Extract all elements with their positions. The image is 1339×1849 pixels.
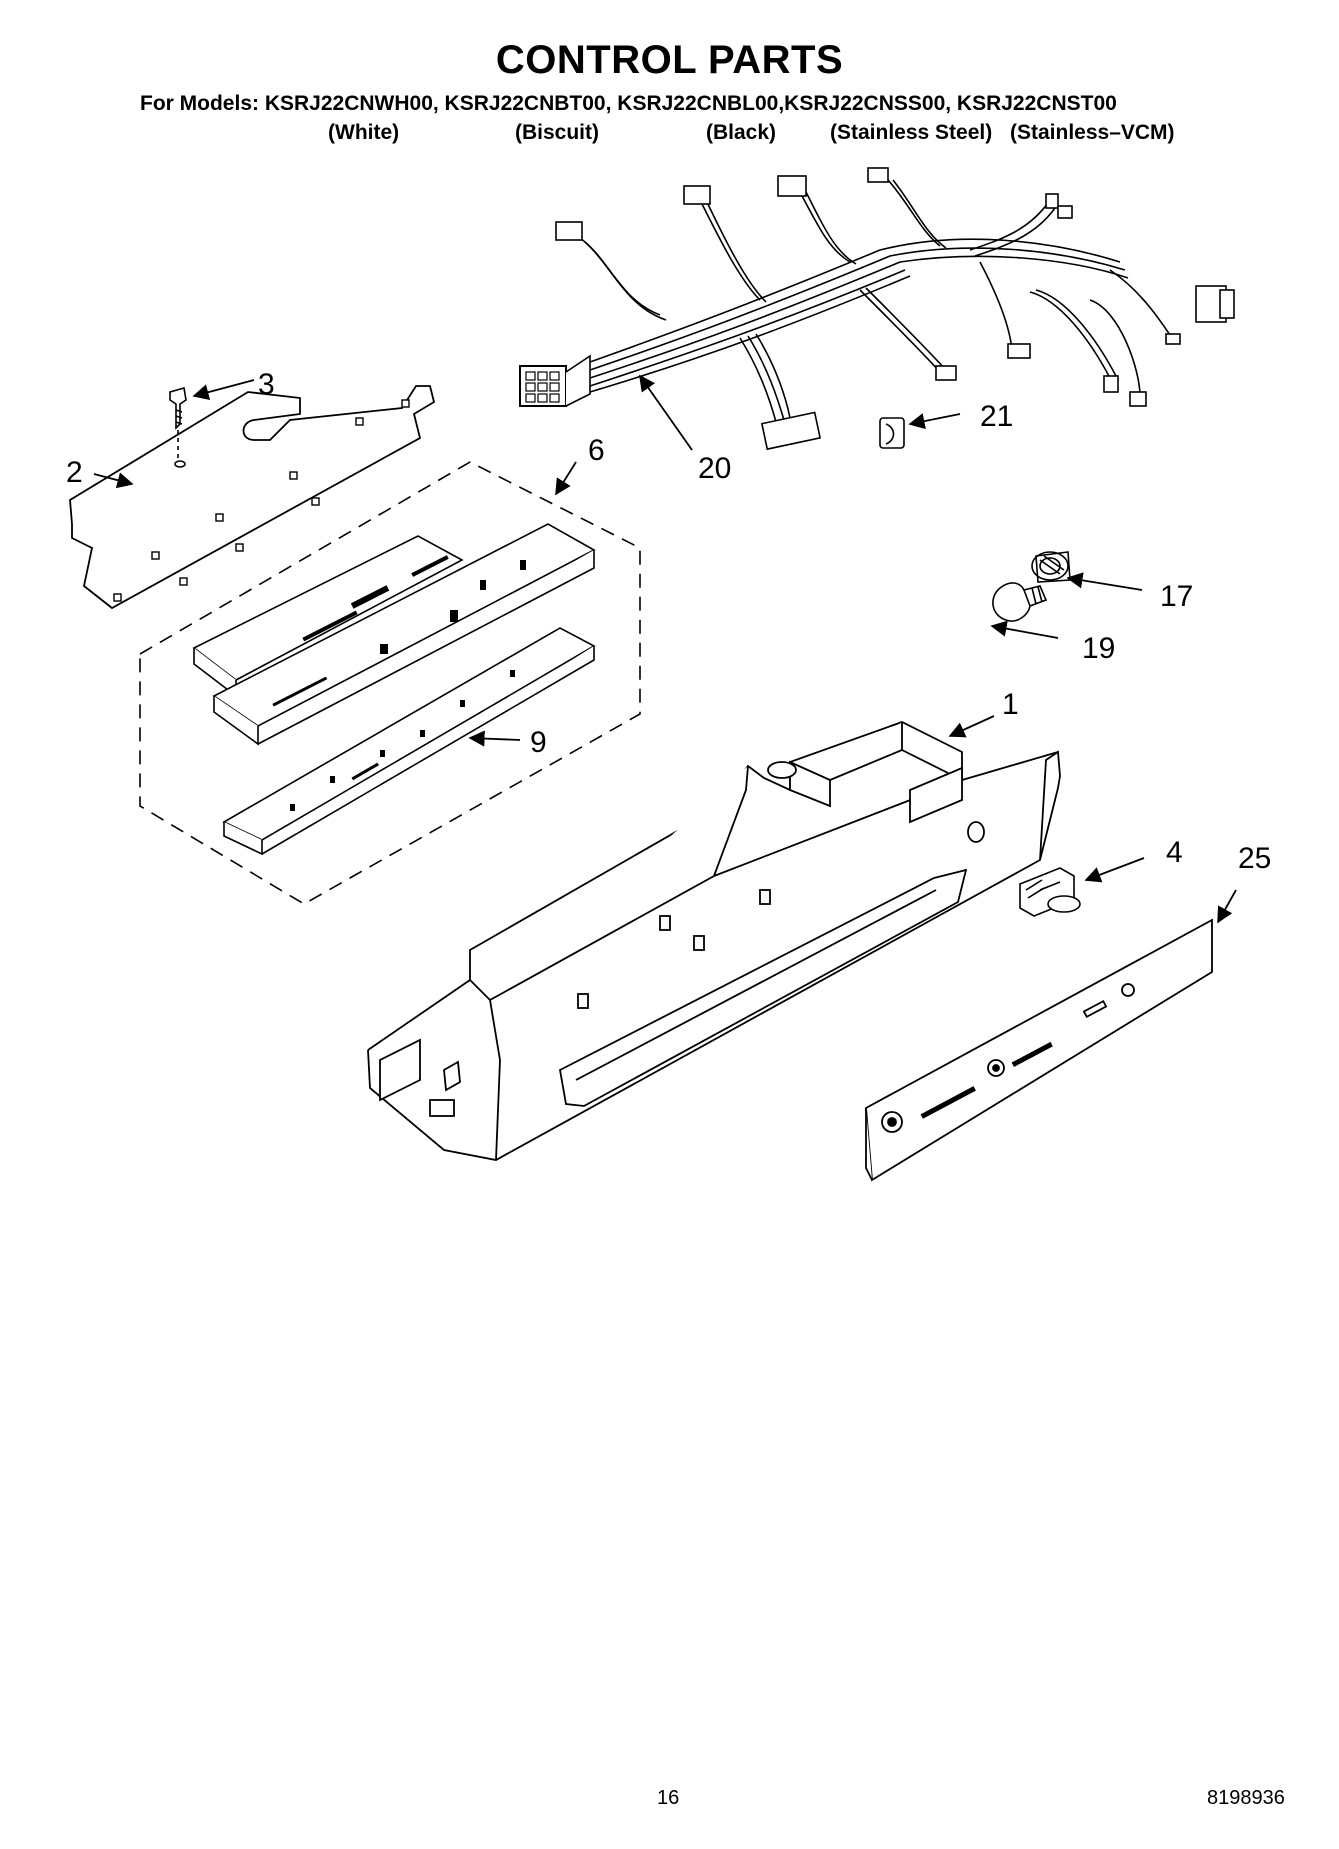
variant-stainless-steel: (Stainless Steel)	[830, 121, 993, 144]
document-number: 8198936	[1207, 1787, 1285, 1809]
callout-3: 3	[258, 368, 275, 401]
bulb-socket	[1031, 551, 1071, 583]
callout-17: 17	[1160, 580, 1193, 613]
control-board-upper	[192, 523, 596, 746]
board-kit-outline	[139, 461, 641, 905]
callout-19: 19	[1082, 632, 1115, 665]
page-title: CONTROL PARTS	[495, 38, 844, 82]
callout-25: 25	[1238, 842, 1271, 875]
switch-part	[1019, 867, 1081, 917]
screw	[169, 386, 187, 468]
front-overlay-panel	[865, 918, 1213, 1182]
callout-numbers: 3 2 6 9 20 21 17 19 1 4 25	[66, 368, 1271, 875]
variant-stainless-vcm: (Stainless–VCM)	[1010, 121, 1175, 144]
page-number: 16	[657, 1787, 680, 1809]
callout-4: 4	[1166, 836, 1183, 869]
variant-black: (Black)	[706, 121, 777, 144]
callout-6: 6	[588, 434, 605, 467]
callout-9: 9	[530, 726, 547, 759]
wire-harness	[519, 167, 1235, 451]
model-list: For Models: KSRJ22CNWH00, KSRJ22CNBT00, …	[140, 92, 1117, 115]
control-board-lower	[222, 627, 596, 856]
leader-lines	[93, 374, 1237, 924]
callout-1: 1	[1002, 688, 1019, 721]
light-bulb	[992, 582, 1048, 622]
variant-biscuit: (Biscuit)	[515, 121, 599, 144]
callout-2: 2	[66, 456, 83, 489]
clip-part	[879, 417, 905, 449]
callout-21: 21	[980, 400, 1013, 433]
callout-20: 20	[698, 452, 731, 485]
control-housing	[367, 721, 1061, 1161]
back-plate	[69, 385, 436, 610]
variant-white: (White)	[328, 121, 400, 144]
